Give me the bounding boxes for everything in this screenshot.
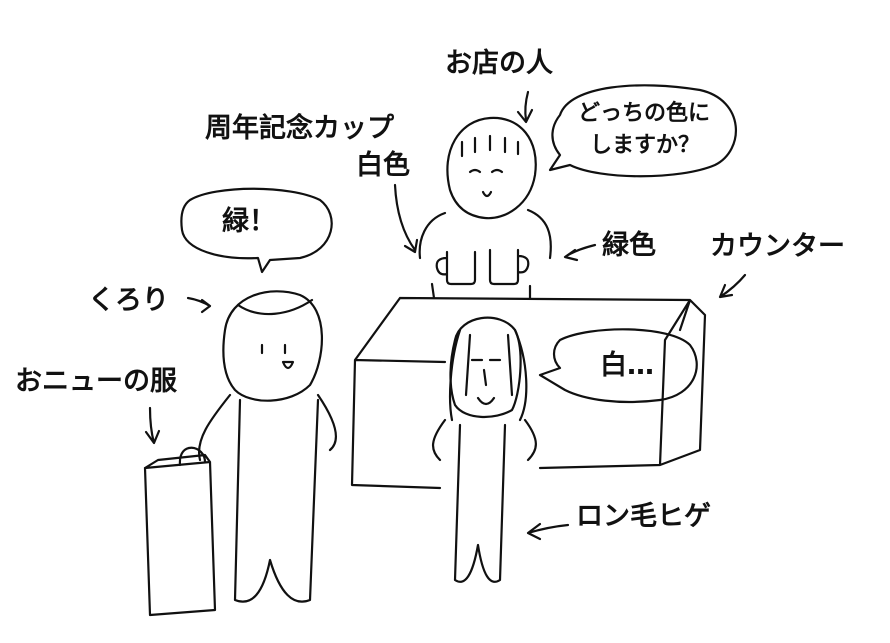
label-new-clothes: おニューの服	[15, 366, 177, 397]
label-long-hair-beard: ロン毛ヒゲ	[576, 501, 711, 532]
shopping-bag	[143, 446, 217, 617]
shop-speech-bubble	[548, 84, 737, 178]
arrow-counter	[718, 273, 747, 299]
label-green-color: 緑色	[602, 230, 656, 261]
arrow-kurori	[186, 296, 212, 314]
arrow-clothes	[144, 406, 161, 445]
label-kurori: くろり	[88, 285, 169, 316]
beard-answer: 白…	[600, 350, 654, 381]
kurori-speech-bubble	[180, 187, 333, 274]
shop-question-line1: どっちの色に	[578, 101, 711, 126]
shop-question-line2: しますか？	[590, 133, 701, 158]
arrow-shop-person	[516, 90, 534, 124]
beard-speech-bubble	[538, 328, 698, 404]
arrow-white-cup	[393, 183, 419, 254]
arrow-beard	[526, 522, 570, 541]
label-white-color: 白色	[356, 150, 410, 181]
shop-person-figure	[418, 116, 552, 286]
label-anniversary-cup: 周年記念カップ	[205, 113, 394, 144]
long-hair-beard-figure	[432, 316, 537, 583]
kurori-figure	[197, 290, 338, 603]
arrow-green-cup	[563, 243, 597, 262]
label-shop-person: お店の人	[445, 48, 553, 79]
counter-drawing	[350, 296, 707, 490]
kurori-answer: 緑！	[222, 206, 276, 237]
label-counter: カウンター	[710, 231, 845, 262]
